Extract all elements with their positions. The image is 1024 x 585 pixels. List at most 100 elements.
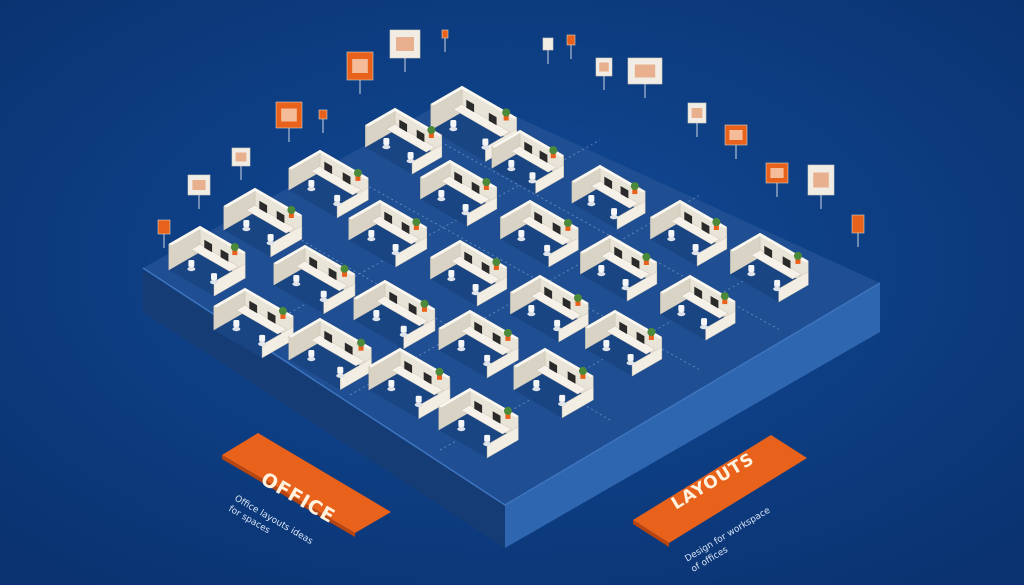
monitor: [524, 141, 533, 155]
monitor: [267, 311, 276, 324]
cubicle-layer: [168, 85, 809, 459]
plant-leaves: [549, 146, 558, 155]
plant-leaves: [573, 293, 582, 302]
chair-back: [668, 230, 675, 237]
wall-sign-6: [389, 29, 421, 72]
chair-seat: [333, 201, 342, 207]
monitor: [614, 246, 623, 260]
plant-pot: [280, 313, 286, 319]
monitor: [471, 181, 480, 195]
monitor: [401, 221, 410, 235]
cubicle-wall-top: [650, 200, 727, 229]
plant-pot: [795, 258, 801, 264]
cubicle-22: [585, 309, 663, 377]
monitor: [782, 256, 791, 269]
plant-leaves: [278, 306, 287, 315]
wall-sign-3: [275, 101, 303, 142]
cubicle-23: [513, 347, 594, 419]
cubicle-16: [580, 234, 658, 302]
monitor: [454, 171, 463, 185]
chair-seat: [266, 240, 275, 246]
monitor: [324, 330, 333, 344]
chair-seat: [399, 332, 408, 337]
chair-seat: [597, 271, 606, 277]
chair-back: [472, 284, 479, 291]
chair-seat: [553, 326, 562, 332]
monitor: [220, 249, 229, 262]
chair-seat: [461, 210, 470, 216]
chair-back: [627, 354, 634, 361]
monitor: [408, 302, 417, 316]
chair-seat: [382, 144, 391, 150]
chair-back: [748, 265, 755, 272]
chair-back: [482, 138, 489, 146]
chair-seat: [437, 196, 446, 202]
chair-back: [533, 380, 540, 387]
monitor: [492, 332, 501, 345]
sign-graphic: [192, 180, 206, 190]
chair-back: [308, 350, 315, 357]
monitor: [404, 360, 413, 374]
plant-leaves: [630, 182, 639, 191]
plant-leaves: [642, 253, 651, 261]
chair-seat: [449, 126, 458, 132]
chair-back: [448, 270, 455, 277]
plant-pot: [358, 345, 364, 351]
wall-sign-5: [346, 51, 374, 94]
chair-seat: [387, 386, 396, 392]
sign-graphic: [813, 172, 829, 188]
monitor: [544, 286, 553, 300]
monitor: [619, 321, 628, 335]
chair-back: [383, 138, 390, 145]
wall-sign-15: [807, 164, 835, 209]
plant-pot: [341, 271, 347, 277]
plant-leaves: [578, 366, 587, 375]
chair-back: [458, 420, 465, 427]
plant-pot: [503, 115, 509, 121]
wall-sign-16: [851, 214, 865, 247]
plant-leaves: [793, 251, 802, 260]
wall-sign-9: [566, 34, 576, 59]
chair-seat: [677, 311, 686, 317]
office-banner: [222, 433, 391, 537]
chair-back: [484, 354, 491, 362]
plant-pot: [505, 413, 511, 419]
chair-seat: [626, 360, 635, 366]
cubicle-24: [438, 387, 519, 459]
monitor: [423, 371, 432, 385]
chair-seat: [447, 276, 456, 282]
sign-board: [542, 37, 554, 51]
plant-pot: [493, 265, 499, 270]
cubicle-9: [213, 287, 294, 359]
sign-board: [441, 29, 449, 39]
wall-sign-8: [542, 37, 554, 64]
cubicle-6: [420, 159, 498, 227]
cubicle-2: [288, 149, 369, 219]
cubicle-wall-top: [430, 240, 507, 269]
monitor: [474, 321, 483, 335]
monitor: [764, 245, 773, 259]
cubicle-10: [571, 164, 646, 230]
sign-graphic: [235, 152, 247, 162]
chair-seat: [587, 201, 596, 207]
office-banner-shadow: [222, 455, 355, 537]
sign-board: [851, 214, 865, 234]
chair-back: [529, 172, 536, 180]
wall-sign-10: [595, 57, 613, 90]
plant-pot: [232, 250, 238, 256]
cubicle-wall-top: [213, 288, 294, 318]
office-banner-shape: [222, 433, 391, 533]
chair-back: [388, 380, 395, 387]
chair-seat: [700, 324, 709, 330]
chair-seat: [242, 226, 251, 232]
plant-leaves: [563, 218, 572, 227]
cubicle-wall-top: [438, 310, 519, 340]
plant-leaves: [287, 206, 296, 214]
plant-leaves: [503, 328, 512, 337]
chair-seat: [558, 401, 567, 407]
chair-seat: [319, 297, 328, 302]
cubicle-wall-top: [580, 235, 657, 264]
chair-seat: [528, 179, 537, 184]
wall-sign-4: [318, 109, 328, 133]
cubicle-15: [650, 199, 728, 267]
